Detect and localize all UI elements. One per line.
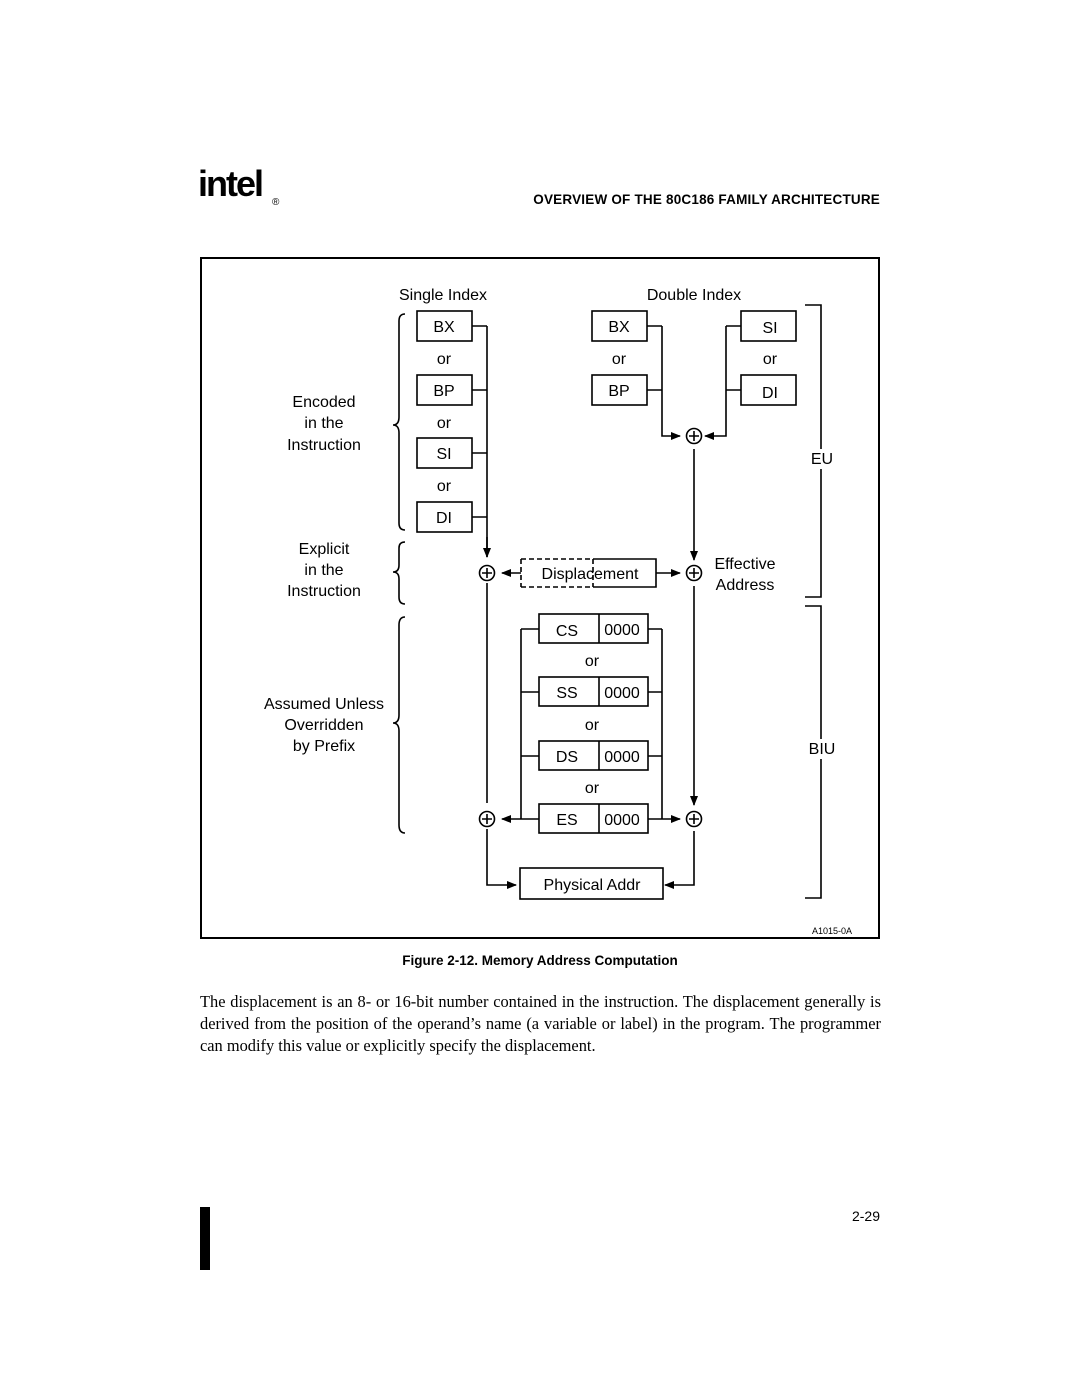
or-label: or: [763, 351, 778, 368]
encoded-label-line3: Instruction: [287, 437, 361, 454]
eu-bracket: [805, 304, 822, 598]
ds-label: DS: [556, 749, 578, 766]
adder-displacement-left: [478, 564, 496, 582]
double-index-heading: Double Index: [647, 287, 741, 304]
assumed-label-line2: Overridden: [284, 717, 363, 734]
intel-logo: intel ®: [198, 163, 280, 208]
encoded-label-line2: in the: [304, 415, 343, 432]
memory-address-diagram: Single Index Double Index BX or BP or SI…: [200, 257, 880, 939]
explicit-label-line2: in the: [304, 562, 343, 579]
encoded-brace: [392, 313, 406, 531]
eu-label: EU: [811, 451, 833, 468]
es-value: 0000: [604, 812, 640, 829]
es-label: ES: [556, 812, 577, 829]
or-label: or: [585, 780, 600, 797]
double-bp-label: BP: [608, 383, 629, 400]
ds-value: 0000: [604, 749, 640, 766]
ss-label: SS: [556, 685, 577, 702]
single-bx-label: BX: [433, 319, 455, 336]
or-label: or: [612, 351, 627, 368]
adder-effective-address: [685, 564, 703, 582]
or-label: or: [437, 415, 452, 432]
page-number: 2-29: [851, 1208, 880, 1224]
adder-segment-left: [478, 810, 496, 828]
figure-code: A1015-0A: [812, 926, 852, 936]
double-di-label: DI: [762, 385, 778, 402]
effective-label-line2: Address: [716, 577, 775, 594]
figure-caption: Figure 2-12. Memory Address Computation: [402, 953, 678, 968]
or-label: or: [585, 717, 600, 734]
single-bp-label: BP: [433, 383, 454, 400]
or-label: or: [437, 351, 452, 368]
intel-logo-text: intel: [198, 163, 262, 204]
or-label: or: [585, 653, 600, 670]
physical-addr-label: Physical Addr: [544, 877, 642, 894]
assumed-brace: [392, 616, 406, 834]
biu-bracket: [805, 605, 822, 899]
assumed-label-line3: by Prefix: [293, 738, 355, 755]
ss-value: 0000: [604, 685, 640, 702]
effective-label-line1: Effective: [714, 556, 775, 573]
or-label: or: [437, 478, 452, 495]
physical-addr-box: [519, 867, 664, 900]
figure-frame: [200, 257, 880, 939]
cs-value: 0000: [604, 622, 640, 639]
cs-label: CS: [556, 623, 578, 640]
double-bx-label: BX: [608, 319, 630, 336]
single-index-heading: Single Index: [399, 287, 487, 304]
running-header: OVERVIEW OF THE 80C186 FAMILY ARCHITECTU…: [533, 192, 880, 207]
biu-label: BIU: [809, 741, 836, 758]
body-paragraph: The displacement is an 8- or 16-bit numb…: [200, 992, 881, 1055]
assumed-label-line1: Assumed Unless: [264, 696, 384, 713]
registered-mark: ®: [272, 197, 280, 208]
adder-segment-right: [685, 810, 703, 828]
explicit-brace: [392, 541, 406, 605]
margin-change-bar: [200, 1207, 210, 1270]
double-si-label: SI: [762, 320, 777, 337]
adder-double-index: [685, 427, 703, 445]
explicit-label-line3: Instruction: [287, 583, 361, 600]
encoded-label-line1: Encoded: [292, 394, 355, 411]
explicit-label-line1: Explicit: [299, 541, 350, 558]
single-si-label: SI: [436, 446, 451, 463]
single-di-label: DI: [436, 510, 452, 527]
displacement-label: Displacement: [542, 566, 639, 583]
